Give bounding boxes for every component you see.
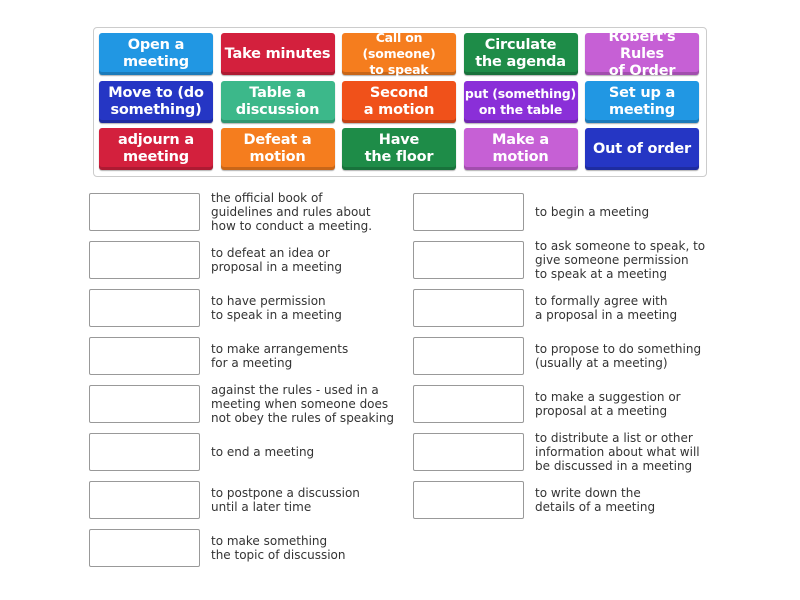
answer-tile[interactable]: Defeat a motion	[220, 128, 335, 170]
drop-slot[interactable]	[89, 241, 200, 279]
definition-text: to end a meeting	[211, 445, 315, 459]
answer-tile[interactable]: Take minutes	[220, 33, 335, 75]
definition-text: to formally agree with a proposal in a m…	[535, 294, 678, 322]
drop-slot[interactable]	[89, 193, 200, 231]
answer-tile[interactable]: Out of order	[585, 128, 699, 170]
drop-slot[interactable]	[413, 337, 524, 375]
answer-tile[interactable]: Open a meeting	[99, 33, 213, 75]
answer-tile[interactable]: Robert's Rules of Order	[585, 29, 699, 79]
drop-slot[interactable]	[413, 481, 524, 519]
drop-slot[interactable]	[413, 433, 524, 471]
answer-tile[interactable]: Circulate the agenda	[463, 33, 578, 75]
answer-tile[interactable]: Table a discussion	[220, 80, 335, 123]
definition-text: to defeat an idea or proposal in a meeti…	[211, 246, 342, 274]
definition-text: to ask someone to speak, to give someone…	[535, 239, 706, 281]
drop-slot[interactable]	[89, 481, 200, 519]
answer-tile[interactable]: Set up a meeting	[585, 80, 699, 123]
definition-text: to have permission to speak in a meeting	[211, 294, 342, 322]
answer-tile[interactable]: Call on (someone) to speak	[342, 30, 456, 77]
drop-slot[interactable]	[89, 529, 200, 567]
definition-text: to make arrangements for a meeting	[211, 342, 349, 370]
definition-text: to make something the topic of discussio…	[211, 534, 346, 562]
drop-slot[interactable]	[89, 385, 200, 423]
definition-text: to propose to do something (usually at a…	[535, 342, 702, 370]
answer-tile[interactable]: Second a motion	[342, 80, 456, 123]
drop-slot[interactable]	[413, 385, 524, 423]
answer-tile[interactable]: Move to (do something)	[99, 80, 213, 123]
drop-slot[interactable]	[413, 289, 524, 327]
definition-text: against the rules - used in a meeting wh…	[211, 383, 395, 425]
drop-slot[interactable]	[413, 241, 524, 279]
drop-slot[interactable]	[89, 433, 200, 471]
drop-slot[interactable]	[89, 337, 200, 375]
definition-text: to begin a meeting	[535, 205, 650, 219]
answer-tile[interactable]: Have the floor	[342, 128, 456, 170]
answer-tile[interactable]: put (something) on the table	[463, 80, 578, 123]
drop-slot[interactable]	[89, 289, 200, 327]
definition-text: to postpone a discussion until a later t…	[211, 486, 360, 514]
definition-text: the official book of guidelines and rule…	[211, 191, 373, 233]
definition-text: to write down the details of a meeting	[535, 486, 656, 514]
definition-text: to distribute a list or other informatio…	[535, 431, 700, 473]
drop-slot[interactable]	[413, 193, 524, 231]
answer-tile[interactable]: Make a motion	[463, 128, 578, 170]
answer-tile[interactable]: adjourn a meeting	[99, 128, 213, 170]
definition-text: to make a suggestion or proposal at a me…	[535, 390, 681, 418]
